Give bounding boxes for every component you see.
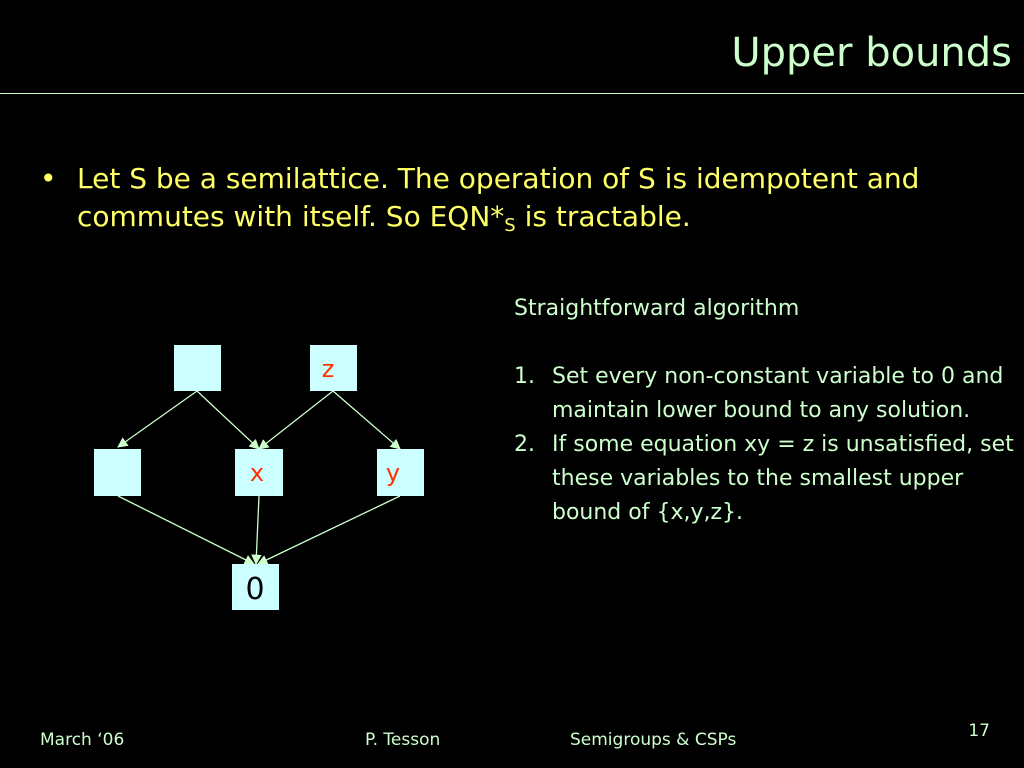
node-top-right bbox=[310, 345, 357, 391]
edge-topright-midright bbox=[332, 390, 401, 450]
bullet-subscript: S bbox=[504, 215, 516, 236]
bullet-text-main: Let S be a semilattice. The operation of… bbox=[77, 162, 920, 233]
node-mid-center bbox=[235, 449, 283, 496]
footer-author: P. Tesson bbox=[365, 730, 441, 750]
step-number: 1. bbox=[514, 364, 535, 389]
bullet-text-end: is tractable. bbox=[515, 200, 691, 233]
edge-topleft-midleft bbox=[117, 390, 198, 448]
edge-topleft-midcenter bbox=[196, 390, 260, 450]
node-top-left bbox=[174, 345, 221, 391]
node-label-z: z bbox=[322, 355, 335, 383]
node-label-zero: 0 bbox=[245, 572, 264, 607]
bullet-point: • Let S be a semilattice. The operation … bbox=[40, 160, 990, 245]
step-text: Set every non-constant variable to 0 and… bbox=[552, 364, 1004, 423]
step-number: 2. bbox=[514, 432, 535, 457]
algorithm-step: 1. Set every non-constant variable to 0 … bbox=[514, 360, 1019, 428]
node-bottom bbox=[232, 564, 279, 610]
node-label-y: y bbox=[386, 459, 400, 487]
node-mid-right bbox=[377, 449, 424, 496]
algorithm-steps: 1. Set every non-constant variable to 0 … bbox=[514, 360, 1019, 530]
bullet-text: Let S be a semilattice. The operation of… bbox=[77, 160, 990, 245]
edge-midright-bottom bbox=[257, 495, 401, 565]
edge-midcenter-bottom bbox=[251, 495, 262, 566]
node-label-x: x bbox=[250, 459, 264, 487]
algorithm-heading: Straightforward algorithm bbox=[514, 296, 800, 321]
title-divider bbox=[0, 93, 1024, 94]
step-text: If some equation xy = z is unsatisfied, … bbox=[552, 432, 1014, 525]
bullet-marker: • bbox=[40, 162, 57, 195]
algorithm-box: Straightforward algorithm 1. Set every n… bbox=[514, 292, 1019, 530]
edge-topright-midcenter bbox=[258, 390, 334, 450]
page-number: 17 bbox=[968, 721, 990, 741]
footer-topic: Semigroups & CSPs bbox=[570, 730, 737, 750]
footer-date: March ‘06 bbox=[40, 730, 125, 750]
edge-midleft-bottom bbox=[117, 495, 255, 565]
node-mid-left bbox=[94, 449, 141, 496]
algorithm-step: 2. If some equation xy = z is unsatisfie… bbox=[514, 428, 1019, 530]
slide-title: Upper bounds bbox=[731, 30, 1012, 76]
